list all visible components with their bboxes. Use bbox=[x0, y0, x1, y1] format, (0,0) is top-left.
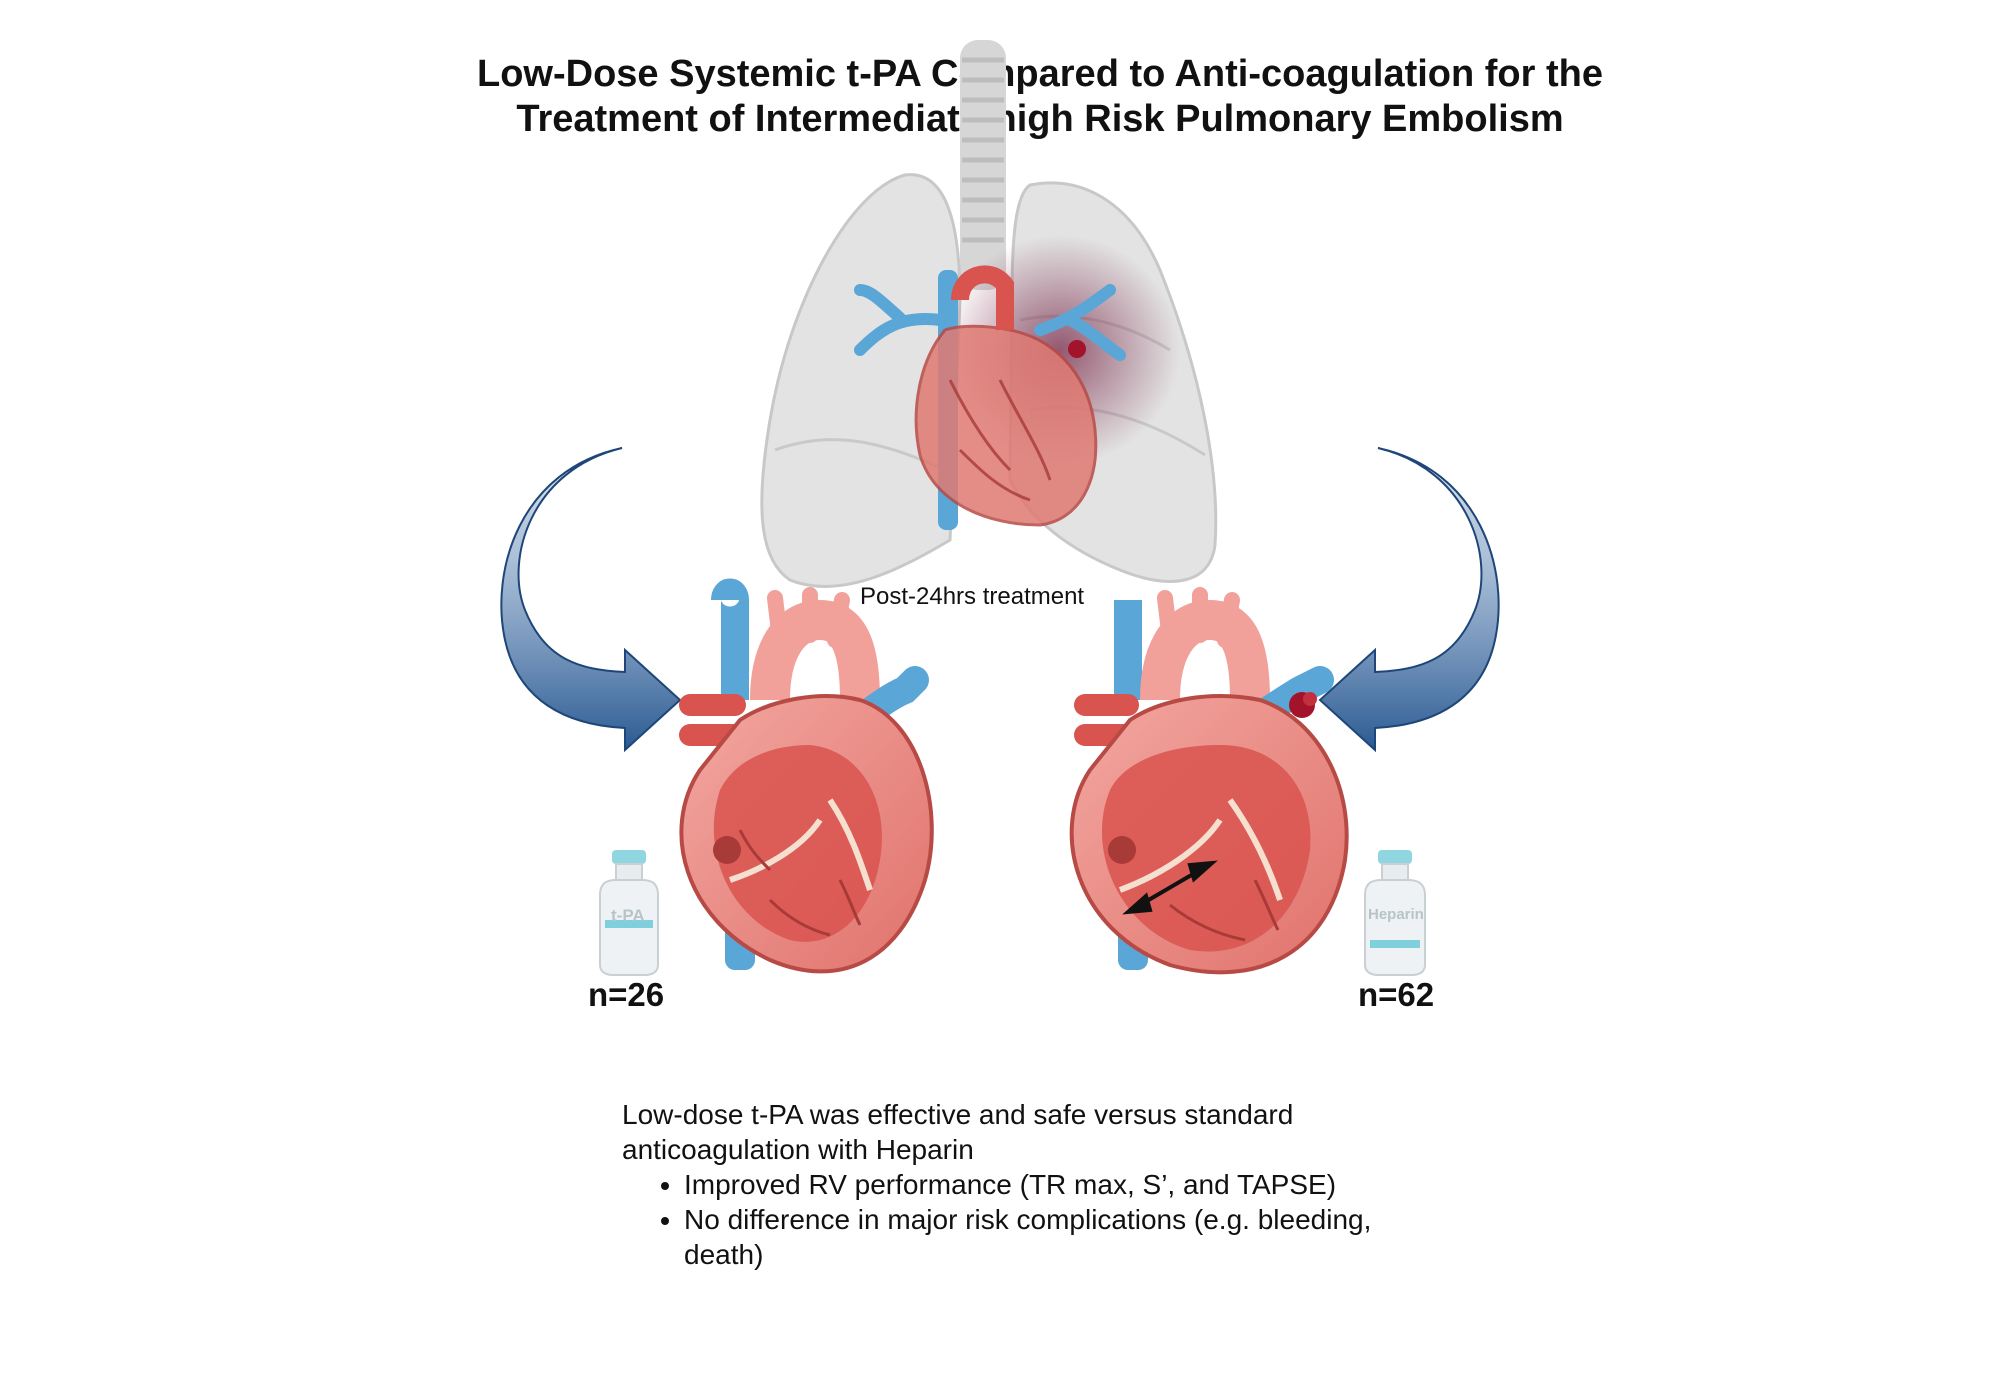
right-curved-arrow bbox=[1318, 447, 1500, 753]
lungs-heart-illustration bbox=[760, 40, 1218, 588]
summary-intro: Low-dose t-PA was effective and safe ver… bbox=[622, 1099, 1294, 1165]
left-heart bbox=[679, 578, 934, 974]
top-heart bbox=[914, 324, 1098, 527]
top-clot bbox=[1068, 340, 1086, 358]
right-heart bbox=[1069, 587, 1349, 975]
summary-bullet: Improved RV performance (TR max, S’, and… bbox=[684, 1167, 1402, 1202]
tpa-group-count: n=26 bbox=[588, 976, 665, 1013]
tpa-vial-icon bbox=[599, 850, 659, 976]
left-curved-arrow bbox=[500, 447, 682, 753]
heparin-group-count: n=62 bbox=[1358, 976, 1435, 1013]
title-line-1: Low-Dose Systemic t-PA Compared to Anti-… bbox=[477, 53, 1603, 95]
trachea bbox=[960, 40, 1006, 290]
summary-bullets: Improved RV performance (TR max, S’, and… bbox=[622, 1167, 1402, 1272]
title-line-2: Treatment of Intermediate-high Risk Pulm… bbox=[516, 98, 1564, 140]
summary-bullet: No difference in major risk complication… bbox=[684, 1202, 1402, 1272]
heparin-vial-label: Heparin bbox=[1368, 906, 1424, 923]
tpa-vial-label: t-PA bbox=[611, 906, 645, 925]
treatment-caption: Post-24hrs treatment bbox=[860, 583, 1085, 610]
figure-title: Low-Dose Systemic t-PA Compared to Anti-… bbox=[0, 52, 2000, 142]
summary-text: Low-dose t-PA was effective and safe ver… bbox=[622, 1097, 1402, 1272]
heparin-vial-icon bbox=[1364, 850, 1426, 976]
left-lung bbox=[760, 173, 962, 588]
rv-dilation-arrow bbox=[1122, 860, 1218, 915]
